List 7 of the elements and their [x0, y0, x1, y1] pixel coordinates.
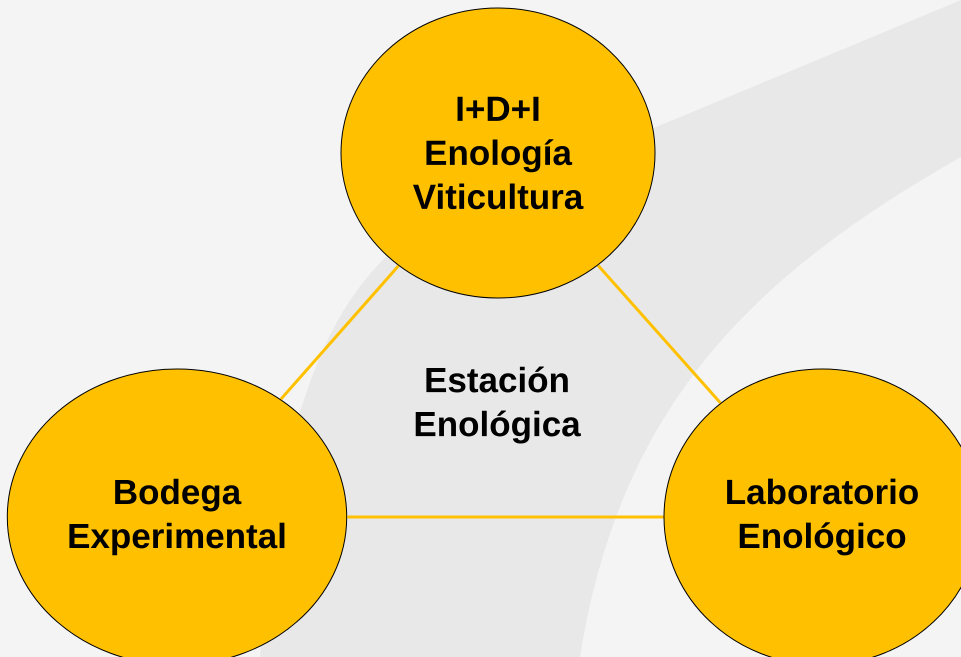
- circle-node: Laboratorio Enológico: [664, 368, 961, 657]
- connector-line: [596, 264, 722, 404]
- connector-line: [280, 264, 400, 400]
- circle-node: Bodega Experimental: [6, 368, 348, 657]
- center-label: Estación Enológica: [416, 366, 581, 444]
- connector-line: [347, 516, 664, 518]
- circle-node: I+D+I Enología Viticultura: [340, 8, 656, 298]
